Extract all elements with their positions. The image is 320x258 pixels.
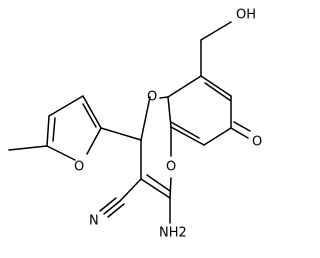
- bond: [170, 121, 200, 139]
- bond: [203, 127, 232, 146]
- bond: [86, 127, 102, 155]
- amino-label: NH2: [159, 226, 187, 241]
- bond: [99, 197, 117, 212]
- bond: [167, 75, 202, 98]
- bond: [146, 174, 171, 192]
- atom-labels: O O O O OH NH2 N: [74, 8, 262, 241]
- hydroxyl-label: OH: [236, 8, 256, 23]
- bond: [204, 82, 232, 102]
- bond: [103, 200, 121, 215]
- bond: [159, 96, 169, 99]
- furan-oxygen-label: O: [74, 160, 84, 175]
- bond: [230, 127, 249, 139]
- bond: [52, 117, 56, 142]
- ring-oxygen-top-label: O: [147, 90, 157, 105]
- bond: [46, 115, 50, 147]
- ring-oxygen-bottom-label: O: [166, 160, 176, 175]
- bond: [140, 96, 151, 141]
- bond-lines: [8, 21, 251, 224]
- bond: [8, 145, 48, 151]
- bond: [200, 21, 232, 41]
- bond: [170, 126, 205, 146]
- bond: [82, 95, 102, 129]
- bond: [48, 95, 84, 117]
- bond: [169, 177, 172, 199]
- bond: [100, 127, 142, 141]
- bond: [82, 103, 97, 128]
- bond: [119, 178, 142, 202]
- carbonyl-oxygen-label: O: [252, 135, 262, 150]
- chemical-structure-diagram: O O O O OH NH2 N: [8, 8, 262, 241]
- bond: [233, 121, 251, 132]
- bond: [200, 75, 232, 97]
- bond: [107, 203, 125, 218]
- bond: [46, 145, 76, 161]
- nitrile-nitrogen-label: N: [89, 214, 99, 229]
- bond: [167, 96, 172, 128]
- bond: [140, 178, 171, 199]
